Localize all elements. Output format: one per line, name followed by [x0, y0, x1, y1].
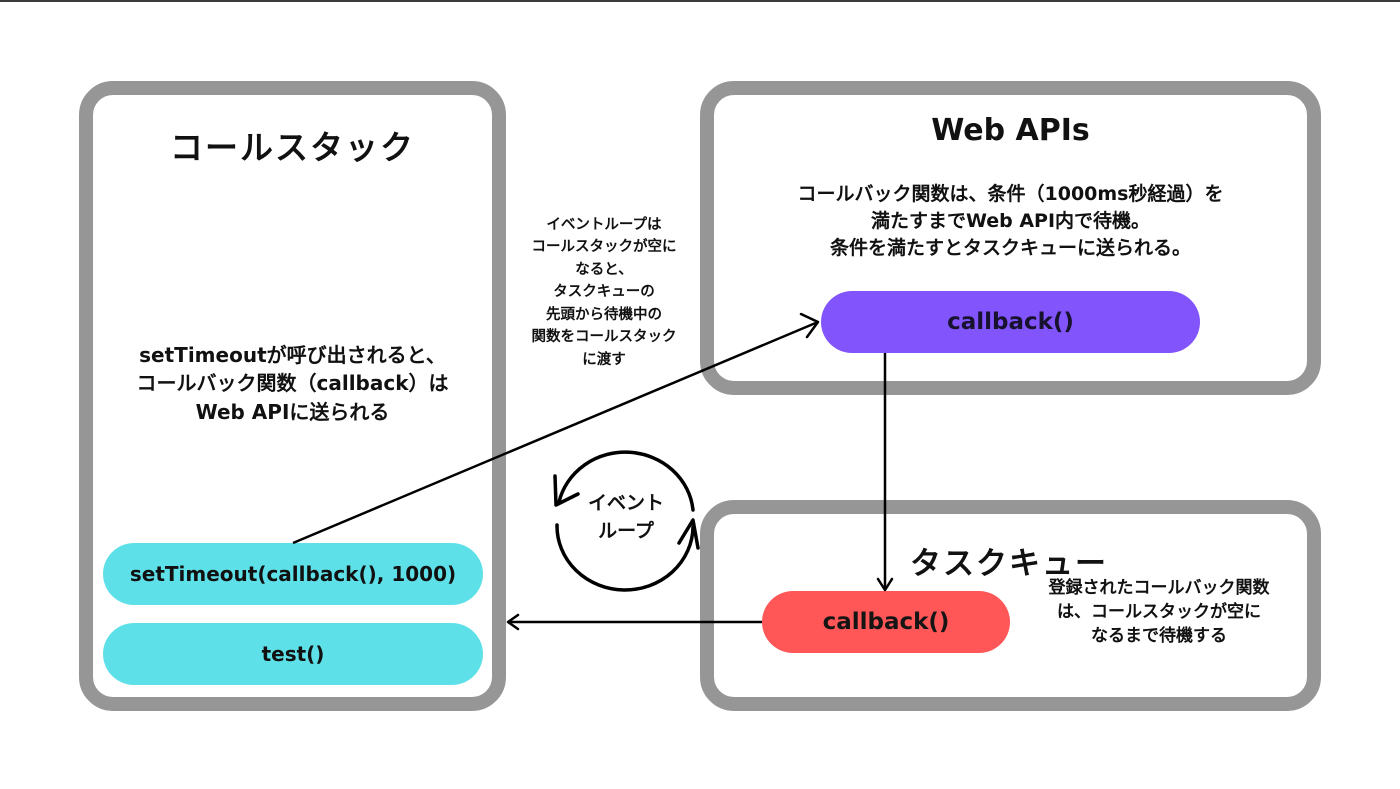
event-loop-note-line: タスクキューの	[553, 284, 655, 301]
stack-item-label: setTimeout(callback(), 1000)	[129, 562, 457, 586]
event-loop-note-line: イベントループは	[546, 217, 662, 233]
web-api-callback-label: callback()	[947, 309, 1074, 335]
web-apis-description-line: コールバック関数は、条件（1000ms秒経過）を	[797, 183, 1224, 205]
call-stack-description-line: setTimeoutが呼び出されると、	[139, 343, 446, 367]
stack-item-settimeout[interactable]: setTimeout(callback(), 1000)	[103, 543, 483, 605]
event-loop-note-line: 関数をコールスタック	[531, 329, 677, 346]
call-stack-description-line: コールバック関数（callback）は	[136, 371, 449, 396]
event-loop-note-line: コールスタックが空に	[531, 239, 677, 256]
task-queue-title: タスクキュー	[910, 546, 1108, 582]
web-apis-description-line: 条件を満たすとタスクキューに送られる。	[829, 236, 1191, 259]
event-loop-cycle-label: イベント ループ	[566, 490, 686, 545]
call-stack-title: コールスタック	[170, 128, 415, 167]
arrowhead-icon	[506, 613, 520, 631]
web-apis-panel: Web APIs コールバック関数は、条件（1000ms秒経過）を 満たすまでW…	[700, 81, 1321, 395]
web-api-callback[interactable]: callback()	[821, 291, 1200, 353]
top-border-line	[0, 0, 1400, 2]
event-loop-note-line: なると、	[575, 261, 633, 278]
task-queue-description-line: は、コールスタックが空に	[1057, 602, 1261, 623]
stack-item-label: test()	[261, 642, 325, 666]
task-queue-callback[interactable]: callback()	[762, 591, 1010, 653]
task-queue-callback-label: callback()	[822, 609, 950, 635]
event-loop-note-line: に渡す	[582, 351, 626, 368]
task-queue-description: 登録されたコールバック関数 は、コールスタックが空に なるまで待機する	[1014, 576, 1304, 648]
event-loop-cycle-label-line: ループ	[598, 519, 654, 542]
event-loop-cycle-label-line: イベント	[587, 492, 664, 514]
call-stack-description-line: Web APIに送られる	[195, 399, 390, 424]
web-apis-title: Web APIs	[931, 113, 1090, 148]
task-queue-description-line: なるまで待機する	[1091, 626, 1227, 647]
event-loop-note-line: 先頭から待機中の	[546, 306, 662, 323]
web-apis-description-line: 満たすまでWeb API内で待機。	[870, 209, 1151, 232]
web-apis-description: コールバック関数は、条件（1000ms秒経過）を 満たすまでWeb API内で待…	[714, 181, 1307, 262]
stack-item-test[interactable]: test()	[103, 623, 483, 685]
task-queue-description-line: 登録されたコールバック関数	[1048, 578, 1270, 598]
event-loop-note: イベントループは コールスタックが空に なると、 タスクキューの 先頭から待機中…	[512, 214, 696, 371]
call-stack-description: setTimeoutが呼び出されると、 コールバック関数（callback）は …	[93, 341, 492, 426]
call-stack-panel: コールスタック setTimeoutが呼び出されると、 コールバック関数（cal…	[79, 81, 506, 711]
